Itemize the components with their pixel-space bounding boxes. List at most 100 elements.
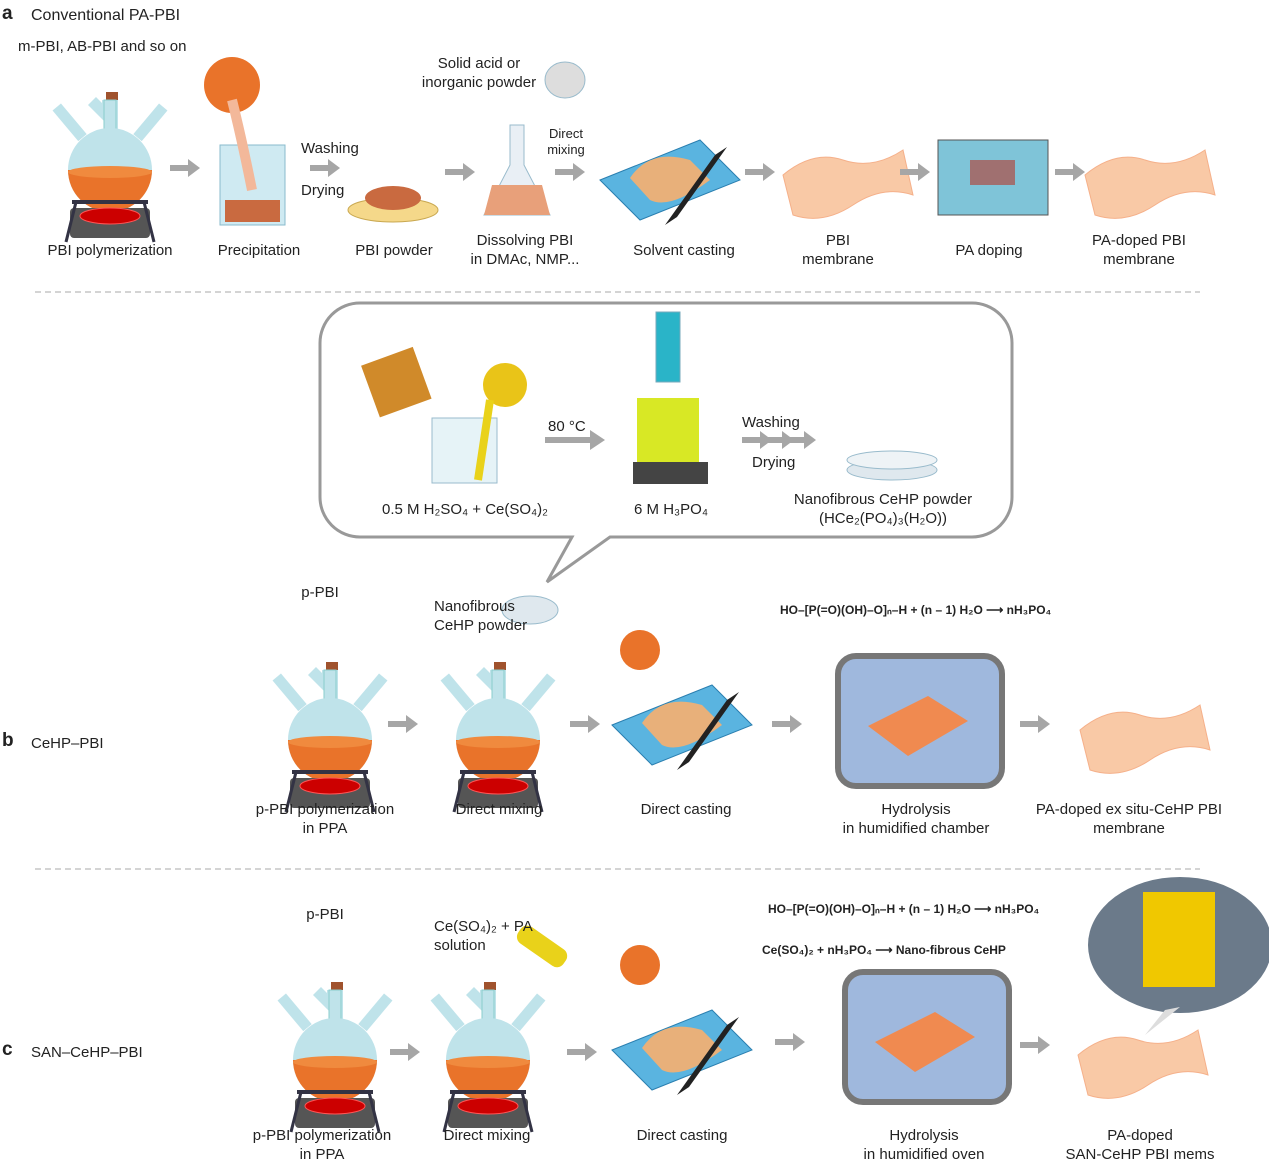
- line: inorganic powder: [421, 74, 537, 91]
- direct-casting-plate: [611, 630, 753, 771]
- washing-label: Washing: [742, 414, 800, 431]
- step-label: Precipitation: [217, 242, 301, 259]
- step-label: Direct casting: [636, 1127, 728, 1144]
- arrow: [388, 715, 418, 733]
- line: PA-doped ex situ-CeHP PBI: [1035, 801, 1223, 818]
- line: in PPA: [302, 820, 348, 837]
- dissolving-flask: [483, 61, 586, 216]
- arrow: [745, 163, 775, 181]
- line: Solid acid or: [437, 55, 521, 72]
- line: Nanofibrous: [434, 598, 515, 615]
- line: (HCe₂(PO₄)₃(H₂O)): [818, 510, 948, 527]
- arrow: [555, 163, 585, 181]
- line: Hydrolysis: [889, 1127, 959, 1144]
- step-label: Hydrolysis in humidified oven: [864, 1126, 985, 1163]
- panel-a-title: Conventional PA-PBI: [31, 7, 181, 24]
- step-label: Direct mixing: [455, 801, 543, 818]
- step-label: PBI polymerization: [47, 242, 173, 259]
- panel-c-title: SAN–CeHP–PBI: [31, 1044, 143, 1061]
- ex-situ-membrane: [1079, 704, 1211, 774]
- humidified-chamber: [838, 656, 1002, 786]
- line: solution: [434, 937, 486, 954]
- line: PBI: [825, 232, 851, 249]
- panel-a-letter: a: [2, 3, 13, 24]
- step-label: PA-doped ex situ-CeHP PBI membrane: [1036, 800, 1222, 838]
- panel-b-title: CeHP–PBI: [31, 735, 104, 752]
- step-label: Solvent casting: [633, 242, 735, 259]
- hydrolysis-equation: HO–[P(=O)(OH)–O]ₙ–H + (n – 1) H₂O ⟶ nH₃P…: [780, 603, 1052, 617]
- panel-c-letter: c: [2, 1039, 13, 1060]
- polymer-label: m-PBI, AB-PBI and so on: [18, 38, 187, 55]
- arrow: [570, 715, 600, 733]
- membrane-photo: [1088, 877, 1269, 1035]
- arrow: [390, 1043, 420, 1061]
- humidified-oven: [845, 972, 1009, 1102]
- arrow: [1020, 1036, 1050, 1054]
- product-label: Nanofibrous CeHP powder (HCe₂(PO₄)₃(H₂O)): [794, 490, 972, 528]
- arrow: [772, 715, 802, 733]
- direct-mixing-flask: [438, 595, 559, 814]
- step-label: Direct casting: [640, 801, 732, 818]
- solid-acid-label: Solid acid or inorganic powder: [422, 54, 536, 92]
- step-label: PBI powder: [355, 242, 433, 259]
- cehp-equation: Ce(SO₄)₂ + nH₃PO₄ ⟶ Nano-fibrous CeHP: [762, 941, 1006, 960]
- equation-reactants: Ce(SO₄)₂ + nH₃PO₄: [762, 943, 872, 957]
- line: p-PBI polymerization: [252, 1127, 392, 1144]
- step-label: Direct mixing: [443, 1127, 531, 1144]
- h2so4-beaker: [361, 346, 527, 484]
- reaction-arrow: ⟶: [872, 943, 896, 957]
- line: Nanofibrous CeHP powder: [793, 491, 973, 508]
- h3po4-beaker: [633, 311, 708, 484]
- line: in DMAc, NMP...: [470, 251, 580, 268]
- temperature-label: 80 °C: [548, 418, 586, 435]
- arrow: [775, 1033, 805, 1051]
- additive-label: Ce(SO₄)₂ + PA solution: [434, 917, 533, 955]
- direct-casting-plate: [611, 945, 753, 1096]
- step-label: PBI membrane: [802, 231, 874, 269]
- line: in humidified chamber: [842, 820, 990, 837]
- equation-product: Nano-fibrous CeHP: [895, 943, 1006, 957]
- arrow: [1020, 715, 1050, 733]
- line: membrane: [1093, 820, 1165, 837]
- line: Hydrolysis: [881, 801, 951, 818]
- pa-doped-membrane: [1084, 149, 1216, 219]
- cehp-powder-dish: [846, 450, 938, 481]
- washing-label: Washing: [301, 140, 359, 157]
- pa-doping-bath: [937, 139, 1049, 216]
- line: in PPA: [299, 1146, 345, 1163]
- precipitation-beaker: [204, 57, 286, 226]
- drying-label: Drying: [752, 454, 796, 471]
- arrow: [1055, 163, 1085, 181]
- solvent-casting-plate: [599, 139, 741, 226]
- step-label: Hydrolysis in humidified chamber: [843, 800, 990, 838]
- step-label: PA doping: [955, 242, 1023, 259]
- polymer-label: p-PBI: [306, 906, 344, 923]
- p-pbi-flask: [270, 660, 390, 814]
- drying-label: Drying: [301, 182, 345, 199]
- line: in humidified oven: [863, 1146, 985, 1163]
- line: membrane: [1103, 251, 1175, 268]
- pbi-powder-dish: [347, 186, 439, 223]
- arrow: [445, 163, 475, 181]
- line: Direct: [549, 126, 583, 141]
- san-membrane: [1077, 1029, 1209, 1099]
- line: Ce(SO₄)₂ + PA: [434, 918, 533, 935]
- p-pbi-flask: [275, 980, 395, 1134]
- line: mixing: [547, 142, 585, 157]
- line: SAN-CeHP PBI mems: [1065, 1146, 1215, 1163]
- pbi-polymerization-flask: [50, 90, 170, 244]
- panel-b-letter: b: [2, 730, 14, 751]
- arrow: [567, 1043, 597, 1061]
- polymer-label: p-PBI: [301, 584, 339, 601]
- line: membrane: [802, 251, 874, 268]
- arrow: [310, 159, 340, 177]
- hydrolysis-equation: HO–[P(=O)(OH)–O]ₙ–H + (n – 1) H₂O ⟶ nH₃P…: [768, 902, 1040, 916]
- reagents-label: 0.5 M H₂SO₄ + Ce(SO₄)₂: [381, 501, 549, 518]
